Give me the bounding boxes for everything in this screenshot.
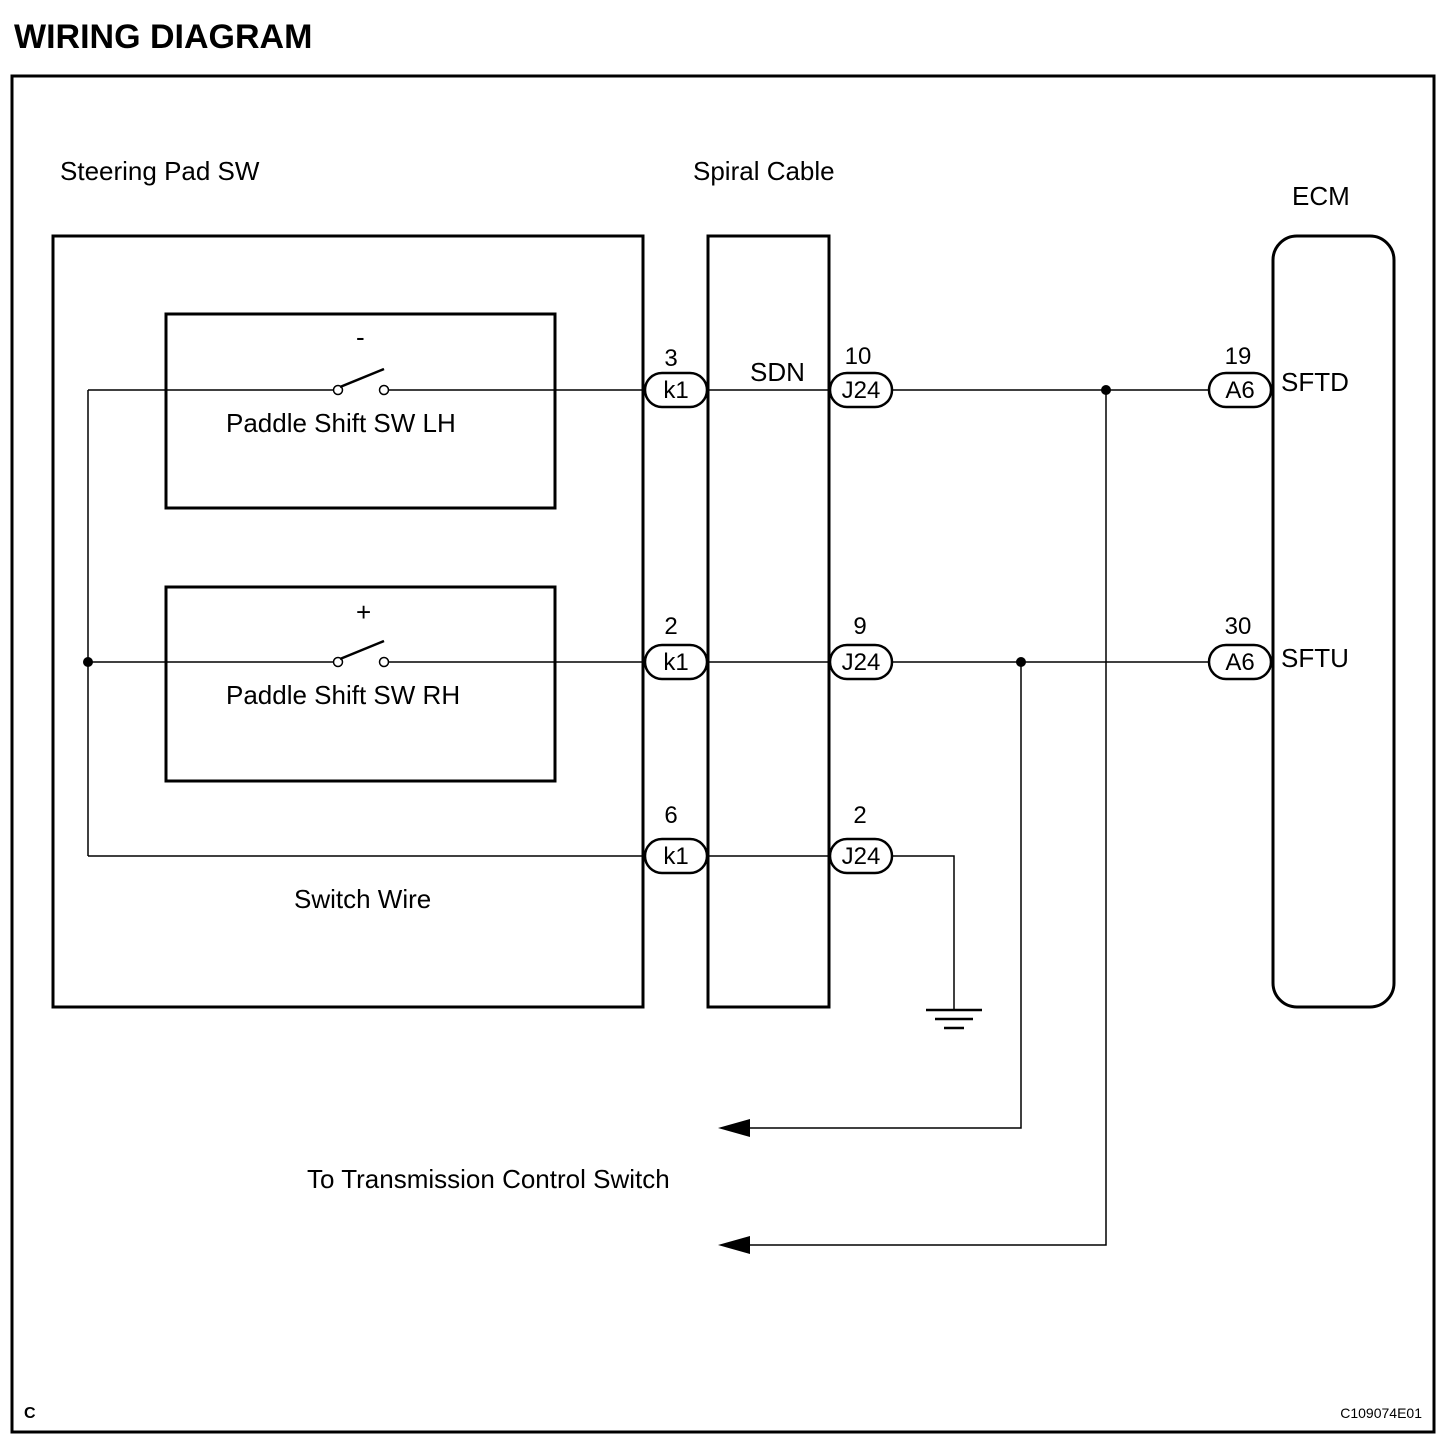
connector-name: J24 xyxy=(842,377,881,404)
connector-name: J24 xyxy=(842,843,881,870)
wire-branch-sdn xyxy=(748,390,1107,1246)
switch-wire-label: Switch Wire xyxy=(294,884,431,914)
connector-pin: 10 xyxy=(845,343,872,370)
connector-pin: 6 xyxy=(664,802,677,829)
connector-pin: 2 xyxy=(664,613,677,640)
page-title: WIRING DIAGRAM xyxy=(14,18,312,56)
connector-name: J24 xyxy=(842,649,881,676)
connector-j24-bot: J24 2 xyxy=(828,802,894,875)
signal-sftu: SFTU xyxy=(1281,643,1349,673)
minus-sign: - xyxy=(356,322,365,352)
steering-pad-sw-box xyxy=(51,234,645,1009)
paddle-lh-label: Paddle Shift SW LH xyxy=(226,408,456,438)
paddle-shift-rh-box xyxy=(164,585,557,783)
connector-pin: 3 xyxy=(664,345,677,372)
connector-a6-mid: A6 30 xyxy=(1207,613,1273,681)
connector-name: k1 xyxy=(663,843,688,870)
paddle-rh-label: Paddle Shift SW RH xyxy=(226,680,460,710)
arrow-left-icon xyxy=(718,1236,750,1254)
connector-k1-mid: k1 2 xyxy=(643,613,709,681)
spiral-cable-label: Spiral Cable xyxy=(693,156,835,186)
paddle-shift-lh-box xyxy=(164,312,557,510)
junction-dot-left xyxy=(83,657,93,667)
connector-k1-top: k1 3 xyxy=(643,345,709,409)
steering-pad-sw-label: Steering Pad SW xyxy=(60,156,260,186)
connector-pin: 19 xyxy=(1225,343,1252,370)
connector-a6-top: A6 19 xyxy=(1207,343,1273,409)
plus-sign: + xyxy=(356,597,371,627)
connector-name: k1 xyxy=(663,649,688,676)
connector-pin: 9 xyxy=(853,613,866,640)
connector-j24-mid: J24 9 xyxy=(828,613,894,681)
switch-rh-symbol xyxy=(332,639,390,668)
signal-sdn: SDN xyxy=(750,357,805,387)
connector-j24-top: J24 10 xyxy=(828,343,894,409)
connector-pin: 30 xyxy=(1225,613,1252,640)
destination-label: To Transmission Control Switch xyxy=(307,1164,670,1194)
ecm-box xyxy=(1271,234,1396,1009)
figure-id: C109074E01 xyxy=(1340,1405,1422,1421)
connector-pin: 2 xyxy=(853,802,866,829)
wire-ground-drop xyxy=(893,855,955,1010)
footer-code: C xyxy=(24,1405,36,1422)
diagram-frame xyxy=(10,74,1436,1434)
wire-branch-sftu xyxy=(748,662,1022,1129)
connector-name: A6 xyxy=(1225,377,1254,404)
signal-sftd: SFTD xyxy=(1281,367,1349,397)
connector-k1-bot: k1 6 xyxy=(643,802,709,875)
spiral-cable-box xyxy=(706,234,831,1009)
switch-lh-symbol xyxy=(332,367,390,396)
arrow-left-icon xyxy=(718,1119,750,1137)
ground-symbol xyxy=(926,1008,982,1030)
connector-name: A6 xyxy=(1225,649,1254,676)
connector-name: k1 xyxy=(663,377,688,404)
ecm-label: ECM xyxy=(1292,181,1350,211)
